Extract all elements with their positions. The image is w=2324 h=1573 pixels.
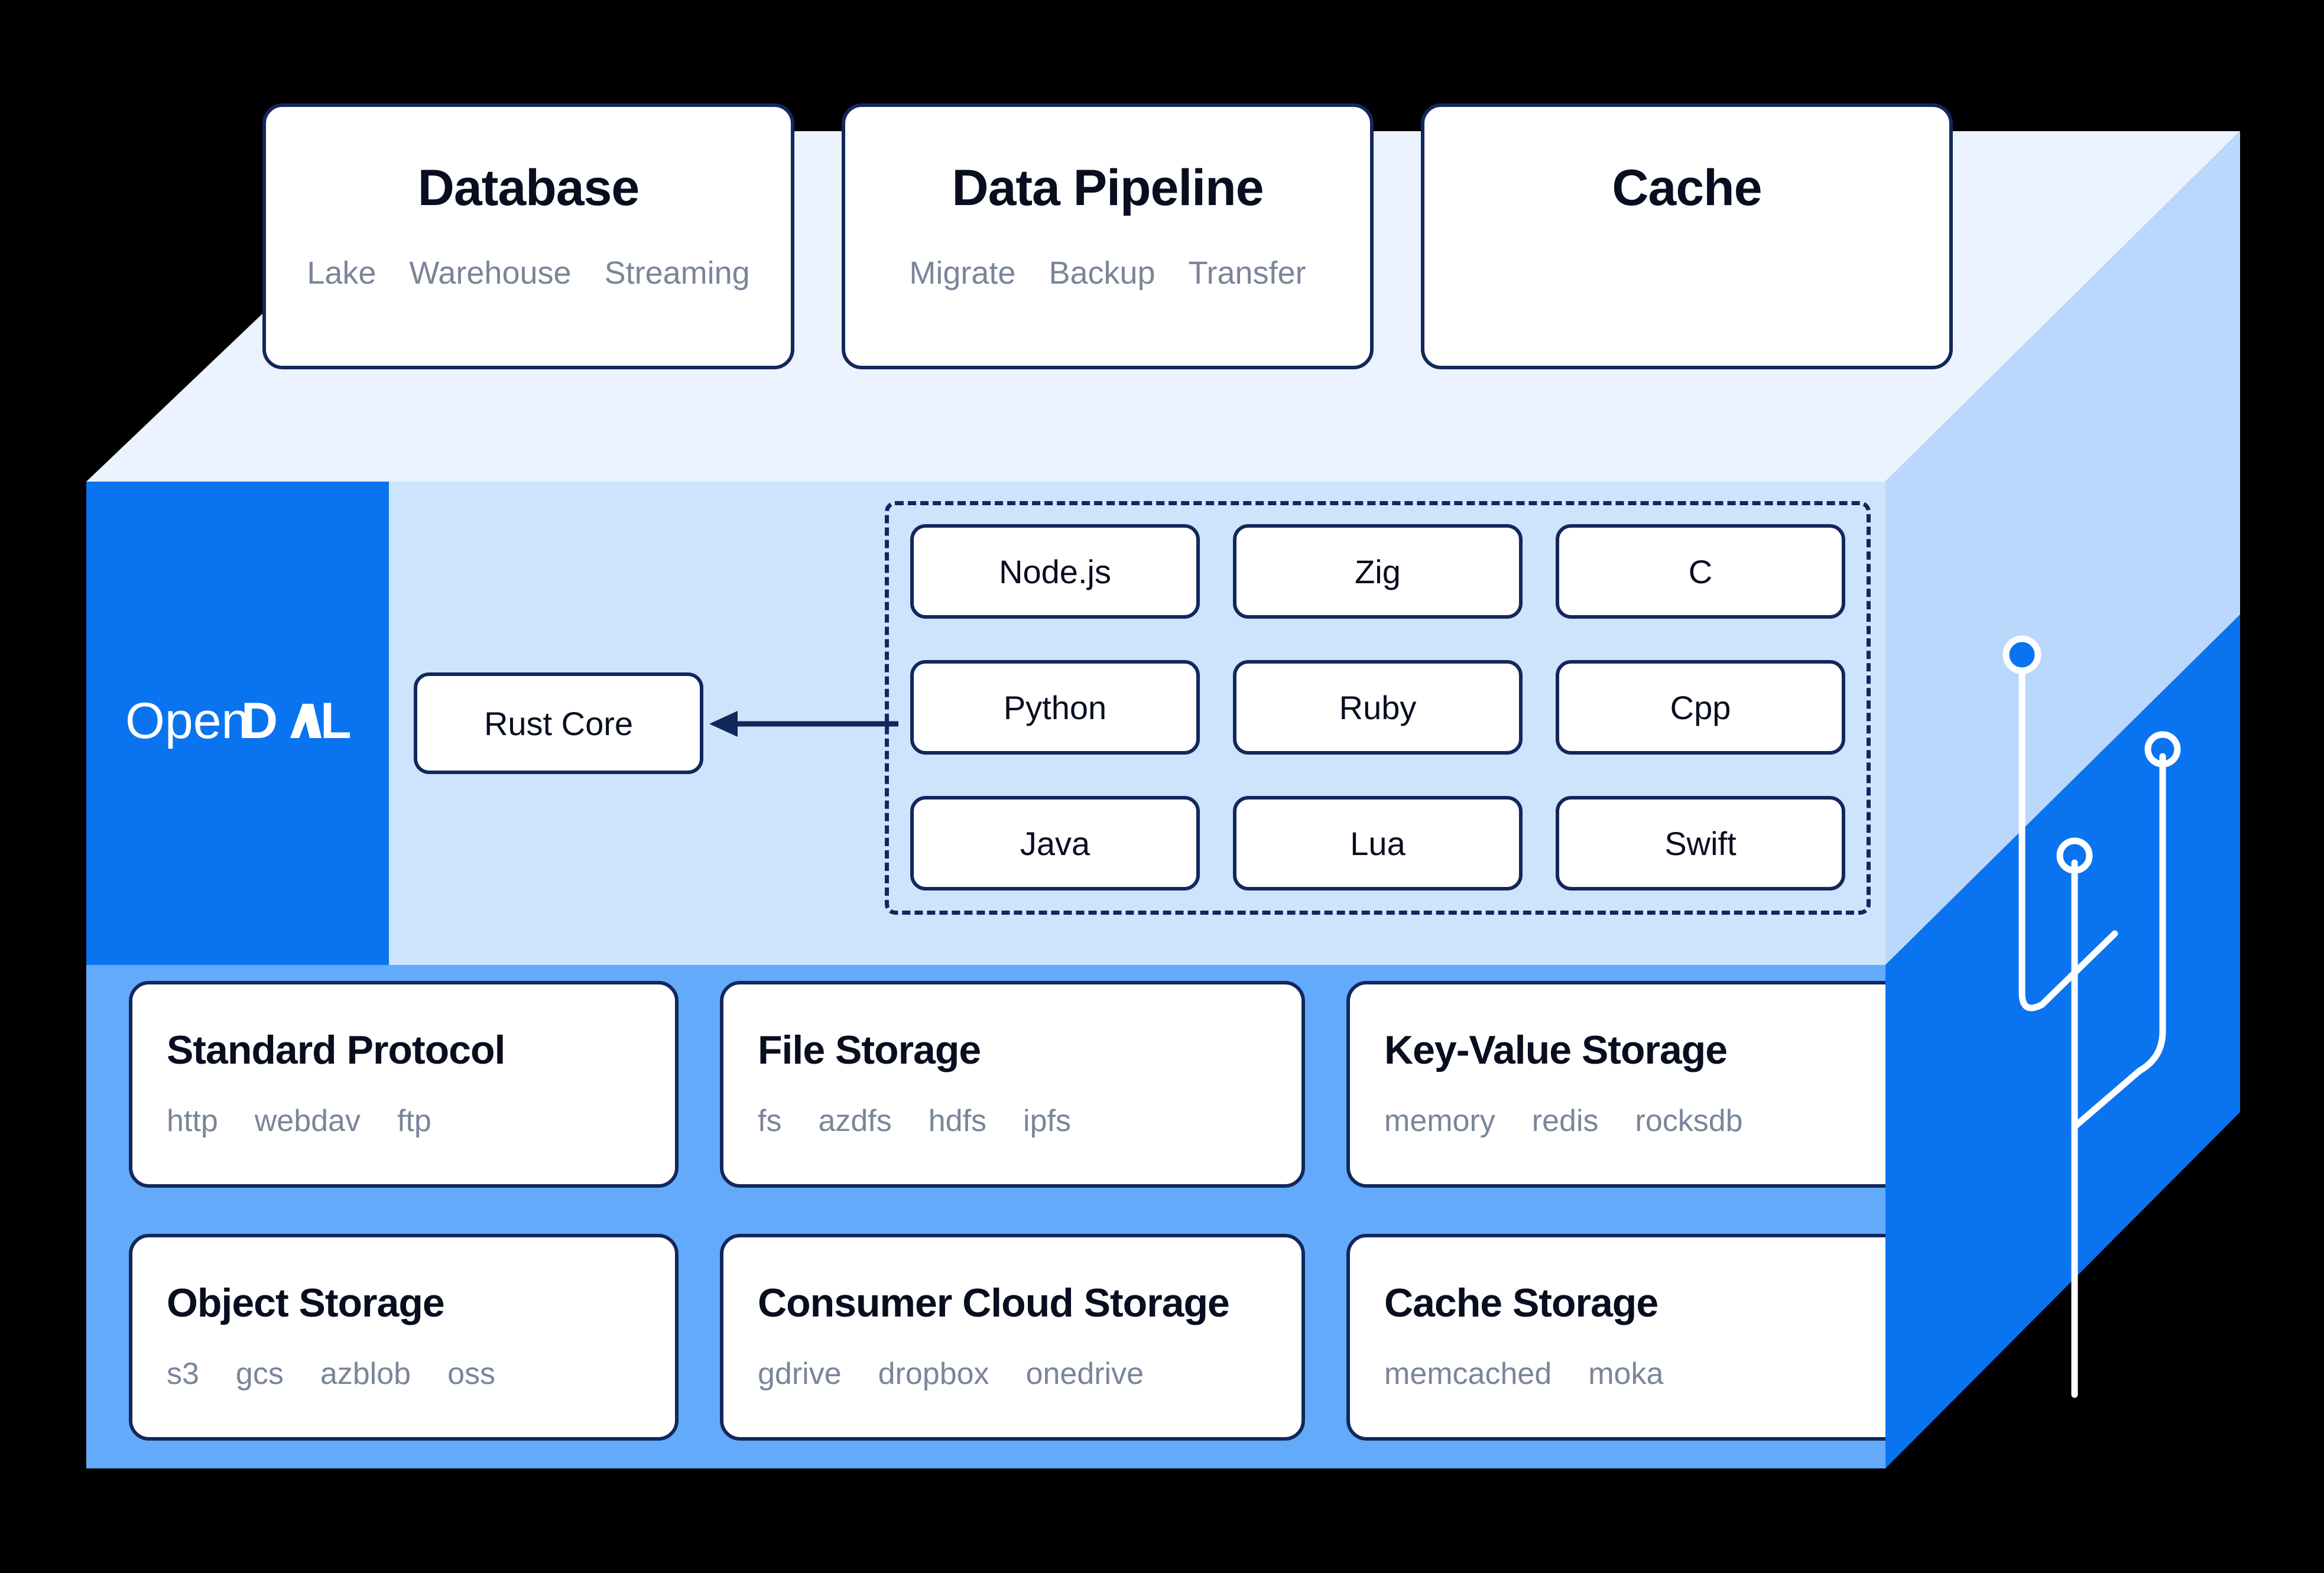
tag: memory — [1384, 1104, 1495, 1138]
opendal-logo-mark: Open D L — [125, 693, 350, 749]
service-card-title: File Storage — [758, 1028, 981, 1072]
logo-a-glyph — [290, 704, 322, 738]
service-card-title: Object Storage — [167, 1280, 445, 1325]
rust-core-label: Rust Core — [483, 704, 634, 742]
service-card-title: Key-Value Storage — [1384, 1028, 1728, 1072]
binding-label: Python — [1003, 688, 1107, 726]
binding-chip-nodejs[interactable]: Node.js — [910, 524, 1200, 619]
top-card-title: Cache — [1612, 160, 1762, 216]
circuit-node-hollow-2 — [2144, 731, 2181, 768]
tag: Backup — [1049, 255, 1155, 291]
service-card-title: Consumer Cloud Storage — [758, 1280, 1230, 1325]
tag: Warehouse — [409, 255, 572, 291]
tag: webdav — [254, 1104, 361, 1138]
binding-chip-java[interactable]: Java — [910, 796, 1200, 890]
service-card-cache-storage[interactable]: Cache Storage memcached moka — [1346, 1234, 1885, 1441]
language-bindings-group: Node.js Zig C Python Ruby Cpp Java Lua — [885, 501, 1871, 915]
logo-open-text: Open — [125, 693, 249, 749]
tag: dropbox — [878, 1357, 989, 1391]
circuit-trace-3 — [2072, 753, 2166, 1129]
binding-chip-ruby[interactable]: Ruby — [1233, 660, 1523, 755]
tag: fs — [758, 1104, 782, 1138]
rust-core-box[interactable]: Rust Core — [414, 672, 703, 774]
tag: Streaming — [604, 255, 750, 291]
top-card-title: Database — [417, 160, 640, 216]
box-side-face-accent — [1885, 615, 2240, 1468]
binding-chip-zig[interactable]: Zig — [1233, 524, 1523, 619]
service-card-key-value-storage[interactable]: Key-Value Storage memory redis rocksdb — [1346, 981, 1885, 1188]
brand-accent-block — [86, 482, 389, 965]
tag: ftp — [397, 1104, 431, 1138]
service-card-tags: s3 gcs azblob oss — [167, 1356, 641, 1392]
binding-label: Lua — [1350, 824, 1406, 862]
tag: redis — [1531, 1104, 1599, 1138]
service-card-tags: memory redis rocksdb — [1384, 1103, 1885, 1139]
logo-l-letter: L — [320, 693, 350, 749]
tag: Migrate — [909, 255, 1016, 291]
service-card-tags: fs azdfs hdfs ipfs — [758, 1103, 1267, 1139]
binding-label: Node.js — [999, 552, 1111, 590]
binding-chip-lua[interactable]: Lua — [1233, 796, 1523, 890]
service-card-object-storage[interactable]: Object Storage s3 gcs azblob oss — [129, 1234, 679, 1441]
logo-d-letter: D — [241, 693, 278, 749]
tag: ipfs — [1023, 1104, 1071, 1138]
binding-label: Swift — [1664, 824, 1736, 862]
binding-to-core-arrow — [709, 711, 898, 737]
tag: azdfs — [818, 1104, 892, 1138]
binding-chip-python[interactable]: Python — [910, 660, 1200, 755]
binding-chip-cpp[interactable]: Cpp — [1556, 660, 1845, 755]
circuit-node-hollow-1 — [2056, 837, 2093, 874]
service-card-file-storage[interactable]: File Storage fs azdfs hdfs ipfs — [720, 981, 1305, 1188]
tag: memcached — [1384, 1357, 1552, 1391]
top-card-database[interactable]: Database Lake Warehouse Streaming — [262, 103, 794, 369]
opendal-logo: Open D L — [86, 482, 389, 965]
binding-label: Java — [1020, 824, 1090, 862]
tag: s3 — [167, 1357, 199, 1391]
tag: azblob — [320, 1357, 411, 1391]
tag: moka — [1588, 1357, 1664, 1391]
circuit-decoration — [2018, 659, 2166, 1398]
service-card-consumer-cloud-storage[interactable]: Consumer Cloud Storage gdrive dropbox on… — [720, 1234, 1305, 1441]
service-card-standard-protocol[interactable]: Standard Protocol http webdav ftp — [129, 981, 679, 1188]
binding-chip-c[interactable]: C — [1556, 524, 1845, 619]
tag: Transfer — [1188, 255, 1306, 291]
top-card-cache[interactable]: Cache — [1421, 103, 1953, 369]
binding-label: Cpp — [1670, 688, 1731, 726]
circuit-node-filled — [2002, 635, 2041, 674]
tag: onedrive — [1025, 1357, 1144, 1391]
service-card-title: Cache Storage — [1384, 1280, 1658, 1325]
binding-label: Ruby — [1339, 688, 1417, 726]
tag: oss — [447, 1357, 495, 1391]
service-card-title: Standard Protocol — [167, 1028, 505, 1072]
tag: hdfs — [928, 1104, 987, 1138]
service-card-tags: http webdav ftp — [167, 1103, 641, 1139]
top-card-tags: Migrate Backup Transfer — [909, 255, 1306, 291]
binding-label: C — [1688, 552, 1713, 590]
top-card-data-pipeline[interactable]: Data Pipeline Migrate Backup Transfer — [842, 103, 1374, 369]
binding-label: Zig — [1355, 552, 1401, 590]
tag: rocksdb — [1635, 1104, 1743, 1138]
top-card-tags: Lake Warehouse Streaming — [307, 255, 749, 291]
tag: http — [167, 1104, 218, 1138]
tag: gdrive — [758, 1357, 842, 1391]
service-card-tags: gdrive dropbox onedrive — [758, 1356, 1267, 1392]
top-card-title: Data Pipeline — [952, 160, 1264, 216]
binding-chip-swift[interactable]: Swift — [1556, 796, 1845, 890]
tag: gcs — [235, 1357, 284, 1391]
circuit-trace-1 — [2018, 659, 2118, 1012]
service-card-tags: memcached moka — [1384, 1356, 1885, 1392]
arrow-left-icon — [709, 711, 738, 737]
tag: Lake — [307, 255, 376, 291]
box-side-face-light — [1885, 131, 2240, 965]
